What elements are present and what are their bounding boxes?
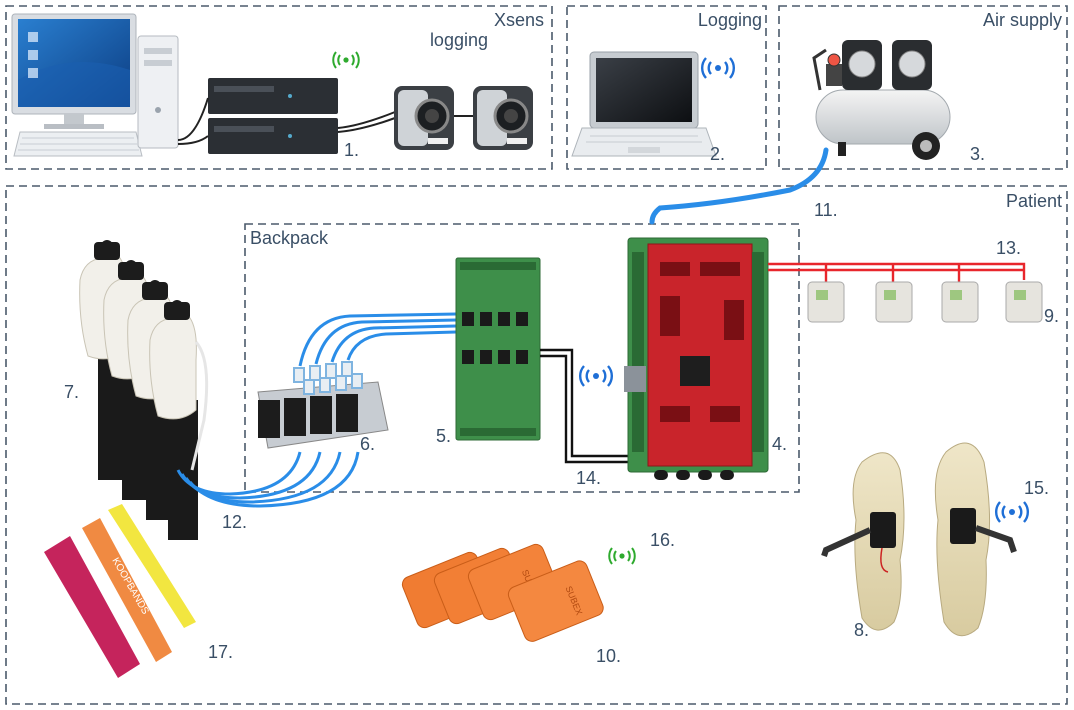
- label-8: 8.: [854, 620, 869, 640]
- pressure-sensor-2: [875, 281, 913, 323]
- air-supply-box: [778, 5, 1068, 170]
- wireless-icon-green-hub: [332, 51, 360, 69]
- label-1: 1.: [344, 140, 359, 160]
- label-7: 7.: [64, 382, 79, 402]
- xsens-box-title: Xsens: [494, 10, 544, 30]
- xsens-box-subtitle: logging: [430, 30, 488, 50]
- label-10: 10.: [596, 646, 621, 666]
- wireless-icon-backpack: [579, 365, 613, 387]
- xsens-logging-box: [5, 5, 553, 170]
- logging-box-title: Logging: [698, 10, 762, 30]
- patient-box-title: Patient: [1006, 191, 1062, 211]
- logging-laptop: [571, 51, 717, 157]
- driver-to-controller-cable: [540, 348, 632, 464]
- sensor-wires: [768, 262, 1026, 282]
- pneumatic-bladders: [79, 240, 209, 540]
- wireless-icon-imu: [608, 547, 636, 565]
- pressure-sensor-3: [941, 281, 979, 323]
- pressure-sensor-1: [807, 281, 845, 323]
- label-6: 6.: [360, 434, 375, 454]
- label-16: 16.: [650, 530, 675, 550]
- patient-box: [5, 185, 1068, 705]
- air-compressor: [812, 40, 951, 160]
- imu-sensors: SUBEX SUBEX SUBEX SUBEX: [401, 543, 604, 642]
- xsens-hub-stack: [177, 78, 396, 154]
- label-2: 2.: [710, 144, 725, 164]
- backpack-box-title: Backpack: [250, 228, 329, 248]
- label-13: 13.: [996, 238, 1021, 258]
- desktop-computer: [11, 13, 179, 157]
- main-controller-pcb: [624, 237, 769, 480]
- label-4: 4.: [772, 434, 787, 454]
- wireless-icon-insole: [995, 501, 1029, 523]
- air-supply-box-title: Air supply: [983, 10, 1062, 30]
- xsens-camera-right: [454, 86, 533, 150]
- pneumatic-tubes-to-driver: [298, 312, 457, 367]
- label-11: 11.: [814, 200, 838, 220]
- label-9: 9.: [1044, 306, 1059, 326]
- label-17: 17.: [208, 642, 233, 662]
- wireless-icon-laptop: [701, 57, 735, 79]
- insole-electronics: [821, 508, 1017, 573]
- solenoid-valve-block: [257, 361, 389, 449]
- xsens-camera-left: [394, 86, 454, 150]
- pressure-sensor-4: [1005, 281, 1043, 323]
- pneumatic-tubes-to-bladders: [176, 451, 360, 508]
- label-3: 3.: [970, 144, 985, 164]
- label-5: 5.: [436, 426, 451, 446]
- backpack-box: [244, 223, 800, 493]
- label-15: 15.: [1024, 478, 1049, 498]
- air-supply-hose: [649, 147, 829, 225]
- label-12: 12.: [222, 512, 247, 532]
- label-14: 14.: [576, 468, 601, 488]
- logging-box: [566, 5, 767, 170]
- valve-driver-board: [455, 257, 541, 441]
